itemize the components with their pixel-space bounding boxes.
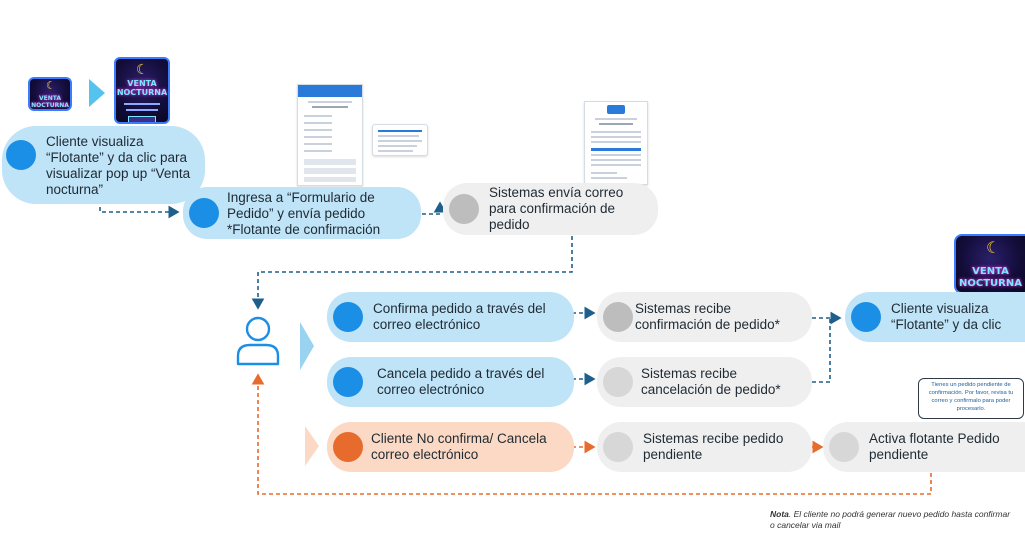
- step-label: Cancela pedido a través del correo elect…: [377, 366, 545, 397]
- arrow-s3-user: [251, 236, 573, 310]
- step-dot: [333, 302, 363, 332]
- step-cliente-visualiza-flotante: Cliente visualiza “Flotante” y da clic p…: [2, 126, 205, 204]
- step-ingresa-formulario: Ingresa a “Formulario de Pedido” y envía…: [183, 187, 421, 239]
- footnote: Nota. El cliente no podrá generar nuevo …: [770, 509, 1015, 531]
- step-sistemas-envia-correo: Sistemas envía correo para confirmación …: [443, 183, 658, 235]
- step-sistemas-recibe-cancelacion: Sistemas recibe cancelación de pedido*: [597, 357, 812, 407]
- step-label: Sistemas envía correo para confirmación …: [489, 185, 624, 232]
- step-dot: [603, 367, 633, 397]
- step-label: Cliente visualiza “Flotante” y da clic p…: [46, 134, 191, 197]
- step-label: Cliente No confirma/ Cancela correo elec…: [371, 431, 547, 462]
- arrow-s11-user: [251, 373, 932, 495]
- step-dot: [829, 432, 859, 462]
- step-cliente-visualiza-flotante-clic: Cliente visualiza “Flotante” y da clic: [845, 292, 1025, 342]
- step-label: Ingresa a “Formulario de Pedido” y envía…: [227, 190, 381, 237]
- order-form-screenshot: [297, 84, 363, 186]
- step-label: Activa flotante Pedido pendiente: [869, 431, 1000, 462]
- step-dot: [851, 302, 881, 332]
- step-label: Sistemas recibe confirmación de pedido*: [635, 301, 780, 332]
- step-cancela-pedido: Cancela pedido a través del correo elect…: [327, 357, 574, 407]
- step-label: Cliente visualiza “Flotante” y da clic: [891, 301, 1002, 332]
- arrow-s1-s2: [99, 200, 180, 219]
- arrow-s8-s6: [812, 318, 831, 383]
- step-dot: [603, 432, 633, 462]
- chevron-right-icon: [305, 426, 319, 466]
- step-sistemas-recibe-confirmacion: Sistemas recibe confirmación de pedido*: [597, 292, 812, 342]
- moon-icon: ☾: [136, 61, 149, 77]
- step-dot: [189, 198, 219, 228]
- step-cliente-no-confirma: Cliente No confirma/ Cancela correo elec…: [327, 422, 574, 472]
- popup-note-text: Tienes un pedido pendiente de confirmaci…: [928, 382, 1014, 412]
- step-label: Sistemas recibe cancelación de pedido*: [641, 366, 781, 397]
- step-dot: [333, 432, 363, 462]
- step-label: Confirma pedido a través del correo elec…: [373, 301, 546, 332]
- pending-order-popup-note: Tienes un pedido pendiente de confirmaci…: [918, 378, 1024, 419]
- moon-icon: ☾: [46, 80, 56, 92]
- step-confirma-pedido: Confirma pedido a través del correo elec…: [327, 292, 574, 342]
- chevron-right-icon: [89, 79, 105, 107]
- footnote-text: . El cliente no podrá generar nuevo pedi…: [770, 509, 1011, 530]
- step-dot: [449, 194, 479, 224]
- chevron-right-icon: [300, 322, 314, 370]
- step-activa-flotante: Activa flotante Pedido pendiente: [823, 422, 1025, 472]
- step-dot: [603, 302, 633, 332]
- moon-icon: ☾: [986, 240, 1001, 257]
- step-sistemas-recibe-pendiente: Sistemas recibe pedido pendiente: [597, 422, 812, 472]
- step-dot: [6, 140, 36, 170]
- step-dot: [333, 367, 363, 397]
- footnote-label: Nota: [770, 509, 789, 519]
- confirmation-popup-screenshot: [372, 124, 428, 156]
- step-label: Sistemas recibe pedido pendiente: [643, 431, 784, 462]
- user-icon: [234, 314, 282, 366]
- arrow-s2-s3: [422, 201, 447, 215]
- confirmation-email-screenshot: [584, 101, 648, 185]
